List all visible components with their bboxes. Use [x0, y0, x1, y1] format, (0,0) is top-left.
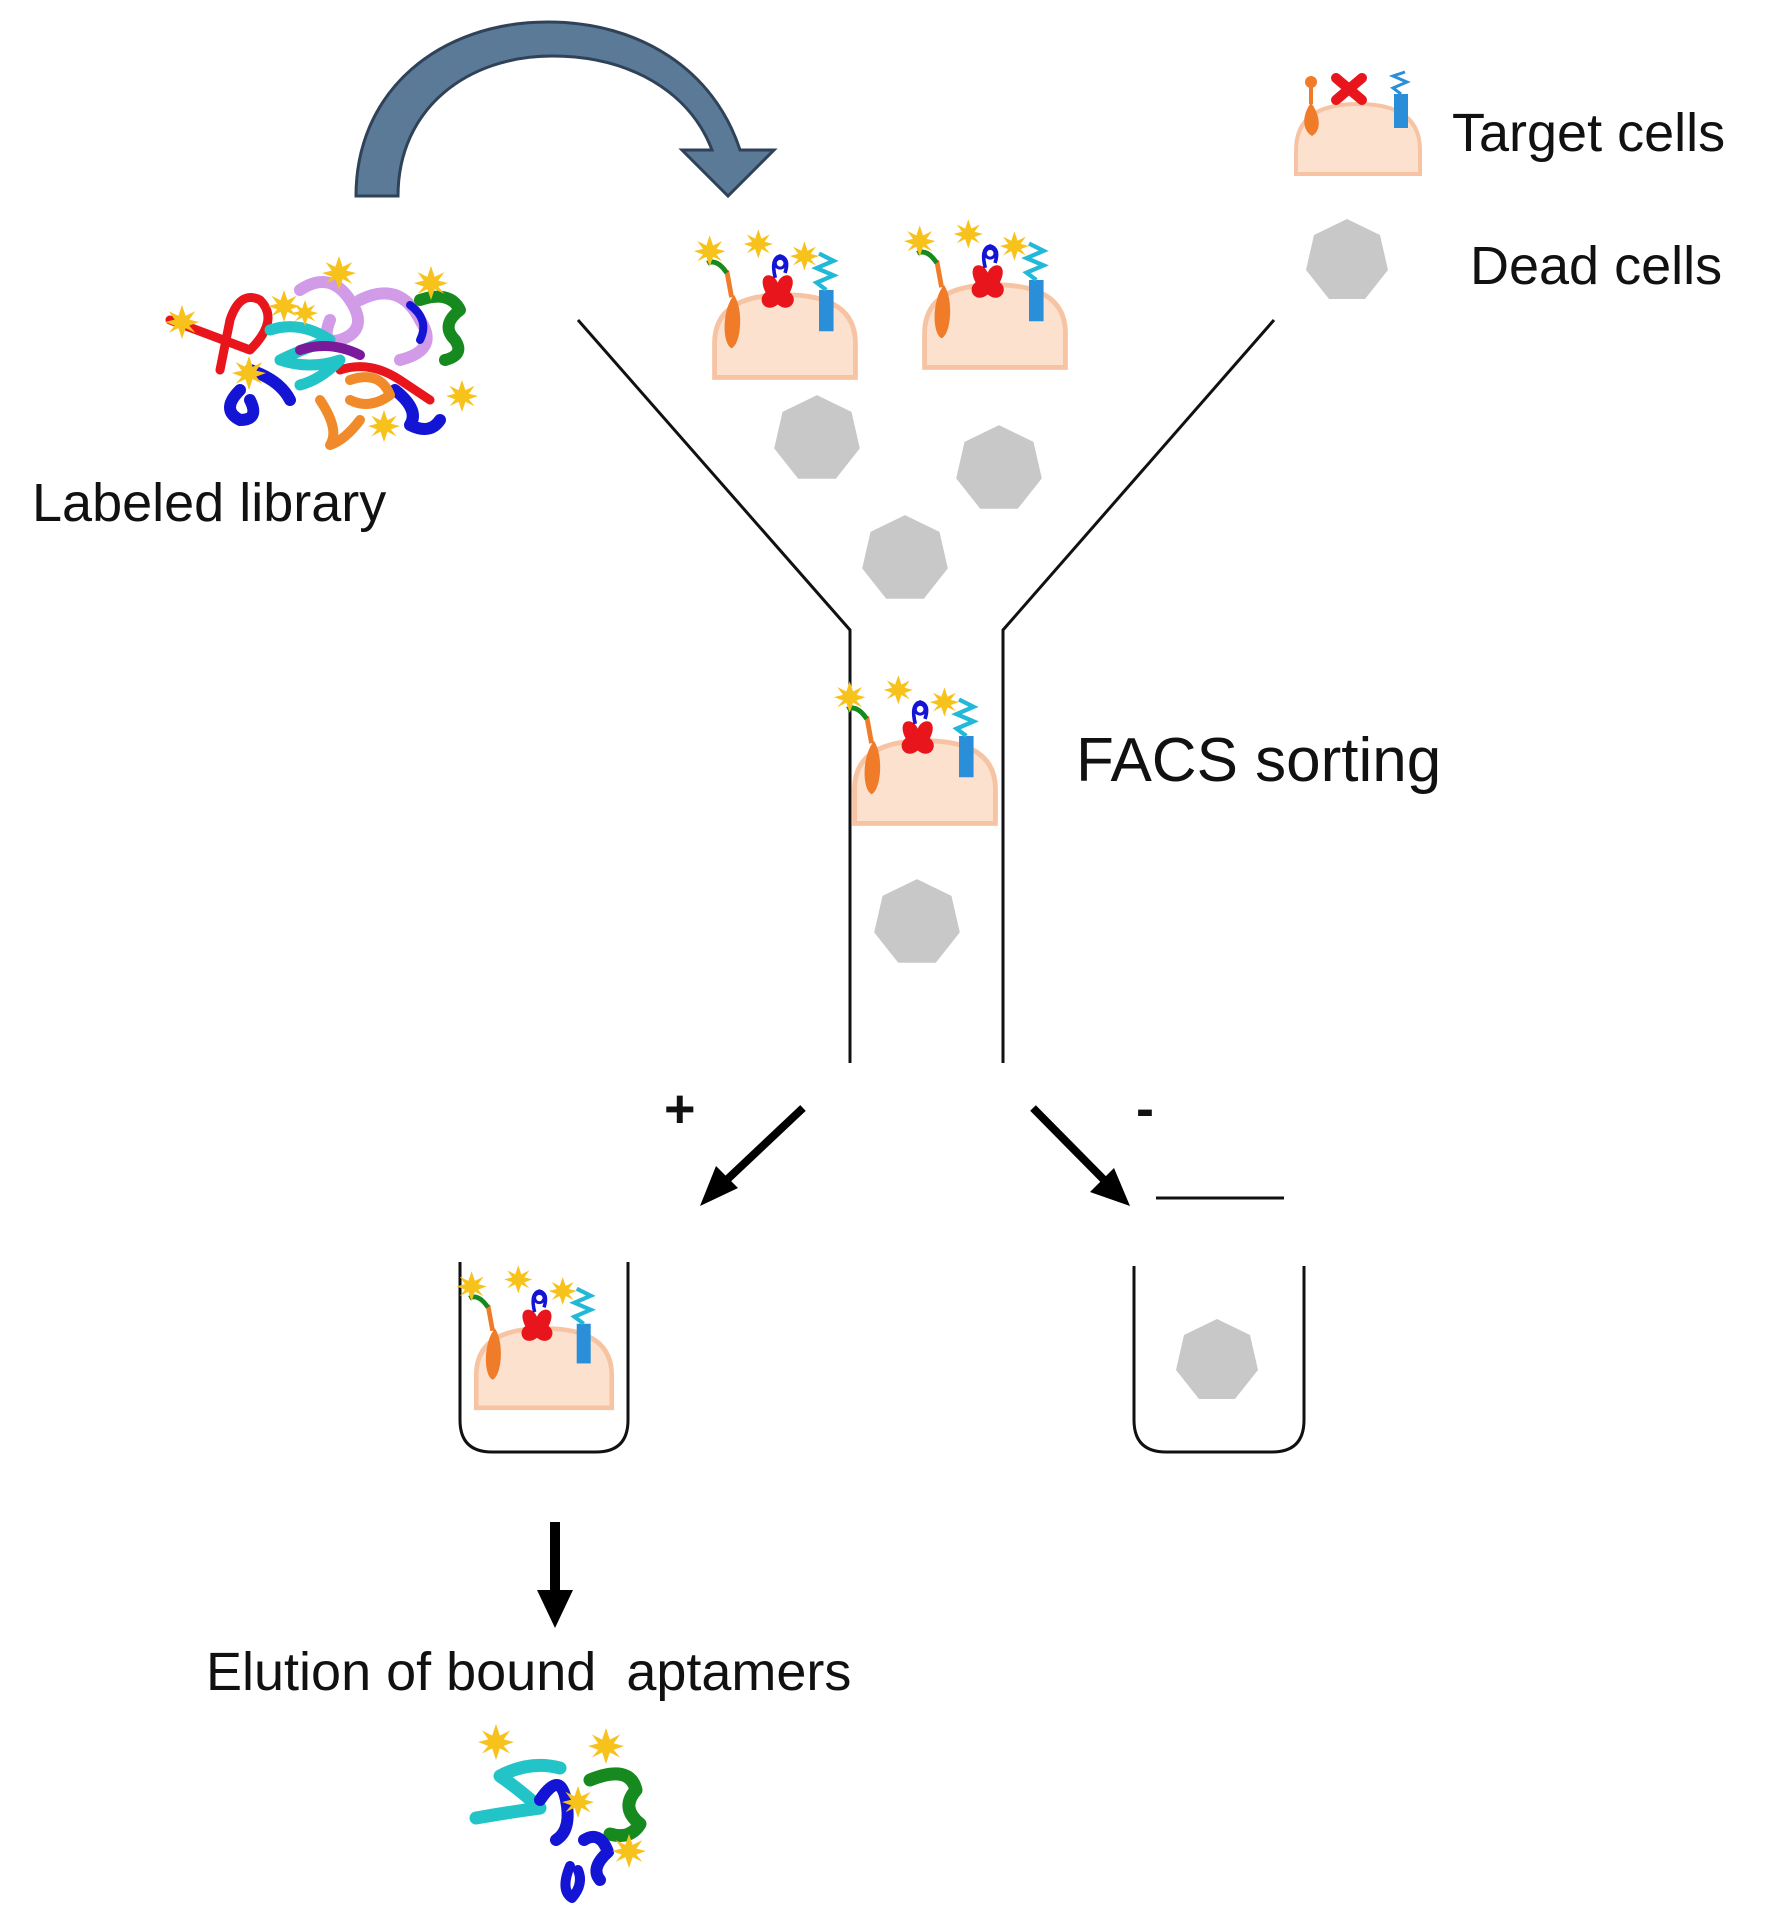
- elution-label: Elution of bound aptamers: [206, 1642, 851, 1702]
- eluted-aptamers-icon: [469, 1724, 647, 1903]
- legend: Target cells Dead cells: [1294, 70, 1725, 299]
- dead-cells-label: Dead cells: [1470, 236, 1722, 296]
- curved-arrow-icon: [354, 20, 778, 199]
- negative-arrow-icon: [1030, 1105, 1130, 1206]
- negative-tube: [1132, 1266, 1306, 1454]
- dead-cell-icon: [862, 515, 948, 599]
- legend-dead-cell-icon: [1306, 219, 1388, 299]
- library-label: Labeled library: [32, 473, 386, 533]
- sorted-target-cell-icon: [456, 1265, 611, 1407]
- positive-tube: [458, 1262, 630, 1454]
- dead-cell-icon: [874, 879, 960, 963]
- elution-arrow-icon: [537, 1522, 573, 1628]
- dead-cell-icon: [956, 425, 1042, 509]
- facs-sorting-label: FACS sorting: [1076, 726, 1441, 795]
- target-cells-label: Target cells: [1452, 103, 1725, 163]
- positive-arrow-icon: [700, 1105, 806, 1206]
- sorter-funnel: [576, 319, 1276, 1063]
- sorted-dead-cell-icon: [1176, 1319, 1258, 1399]
- negative-sign: -: [1136, 1079, 1154, 1139]
- target-cell-icon: [904, 219, 1066, 367]
- target-cell-icon: [694, 229, 856, 377]
- target-cell-icon: [834, 675, 996, 823]
- labeled-library-icon: [165, 256, 478, 450]
- legend-target-cell-icon: [1294, 70, 1422, 176]
- dead-cell-icon: [774, 395, 860, 479]
- positive-sign: +: [664, 1079, 696, 1139]
